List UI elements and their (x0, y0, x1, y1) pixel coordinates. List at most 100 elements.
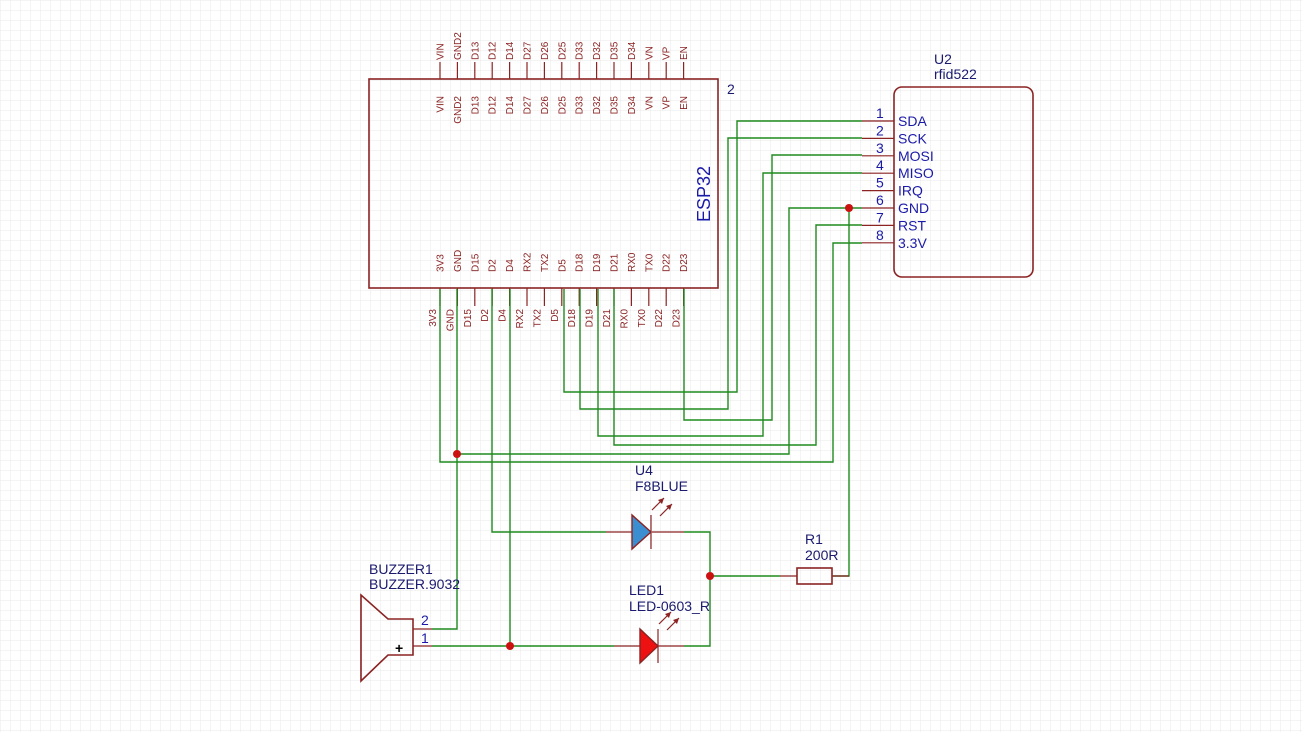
esp32-name-label: ESP32 (694, 166, 714, 222)
esp32-top-pin-outer-label: D33 (575, 41, 586, 60)
rfid-pin-number: 2 (876, 122, 884, 138)
esp32-top-pin-outer-label: D25 (557, 41, 568, 60)
wire-sck (579, 137, 862, 410)
wire-mosi (683, 154, 862, 421)
esp32-top-pin-outer-label: VP (662, 46, 673, 60)
esp32-top-pin-inner-label: VN (644, 96, 655, 110)
esp32-top-pin-outer-label: EN (679, 46, 690, 60)
esp32-bottom-pin-outer-label: D4 (498, 309, 509, 322)
rfid-value: rfid522 (934, 66, 977, 82)
esp32-top-pin-outer-label: VN (644, 46, 655, 60)
rfid-pin-number: 5 (876, 175, 884, 191)
red-led-ref: LED1 (629, 582, 664, 598)
esp32-bottom-pin-inner-label: D4 (505, 259, 516, 272)
esp32-bottom-pin-outer-label: D2 (480, 309, 491, 322)
rfid-pin-name: SDA (898, 113, 927, 129)
esp32-top-pin-inner-label: D35 (610, 96, 621, 115)
resistor-value: 200R (805, 547, 838, 563)
esp32-top-pin-inner-label: D25 (557, 96, 568, 115)
red-led-body (639, 627, 660, 665)
esp32-bottom-pin-inner-label: D21 (610, 253, 621, 272)
esp32-bottom-pin-inner-label: TX0 (644, 253, 655, 272)
wire-d2-blue-led (491, 289, 606, 533)
esp32-bottom-pin-outer-label: D15 (463, 309, 474, 328)
esp32-top-pin-outer-label: D13 (470, 41, 481, 60)
esp32-bottom-pin-outer-label: D18 (567, 309, 578, 328)
esp32-body (368, 78, 719, 289)
rfid-pin-number: 1 (876, 105, 884, 121)
rfid-pin-number: 8 (876, 227, 884, 243)
buzzer-value: BUZZER.9032 (369, 576, 460, 592)
esp32-bottom-pin-outer-label: D5 (550, 309, 561, 322)
esp32-bottom-pin-outer-label: RX0 (619, 309, 630, 329)
esp32-top-pin-outer-label: D35 (610, 41, 621, 60)
rfid-pin-number: 4 (876, 157, 884, 173)
esp32-bottom-pin-outer-label: D21 (602, 309, 613, 328)
esp32-bottom-pin-inner-label: RX0 (627, 252, 638, 272)
rfid-pin-name: SCK (898, 130, 927, 146)
rfid-body (893, 86, 1034, 278)
junction-gnd-buzzer (453, 450, 461, 458)
blue-led-value: F8BLUE (635, 478, 688, 494)
esp32-bottom-pin-inner-label: D15 (470, 253, 481, 272)
wire-blue-led-node (684, 531, 711, 647)
junction-led-node (706, 572, 714, 580)
resistor-component[interactable]: R1 200R (780, 531, 849, 585)
buzzer-component[interactable]: BUZZER1 BUZZER.9032 2 1 + (360, 561, 460, 683)
esp32-bottom-pin-outer-label: D22 (654, 309, 665, 328)
wire-gnd (456, 207, 862, 455)
esp32-bottom-pin-inner-label: D2 (488, 259, 499, 272)
esp32-bottom-pin-outer-label: D23 (672, 309, 683, 328)
esp32-top-pin-inner-label: D14 (505, 96, 516, 115)
blue-led-component[interactable]: U4 F8BLUE (606, 462, 688, 551)
rfid-ref: U2 (934, 51, 952, 67)
blue-led-body (631, 513, 653, 551)
esp32-component[interactable]: 2 ESP32 VINVINGND2GND2D13D13D12D12D14D14… (368, 32, 735, 331)
esp32-bottom-pin-outer-label: 3V3 (428, 309, 439, 327)
rfid-pin-number: 7 (876, 209, 884, 225)
buzzer-body (360, 593, 414, 683)
esp32-top-pin-outer-label: D27 (523, 41, 534, 60)
rfid-pin-name: MISO (898, 165, 934, 181)
esp32-bottom-pin-outer-label: D19 (585, 309, 596, 328)
red-led-value: LED-0603_R (629, 598, 710, 614)
esp32-top-pin-inner-label: D26 (540, 96, 551, 115)
esp32-bottom-pin-inner-label: D5 (557, 259, 568, 272)
rfid-pin-number: 3 (876, 140, 884, 156)
blue-led-ref: U4 (635, 462, 653, 478)
esp32-bottom-pin-inner-label: GND (453, 250, 464, 272)
esp32-top-pin-inner-label: VP (662, 96, 673, 110)
rfid-pin-name: RST (898, 217, 926, 233)
wire-buzzer-gnd (432, 454, 458, 630)
rfid-pin-name: 3.3V (898, 235, 927, 251)
wire-3v3 (439, 242, 862, 463)
esp32-bottom-pin-inner-label: D22 (662, 253, 673, 272)
esp32-top-pin-inner-label: GND2 (453, 96, 464, 124)
buzzer-plus-sign: + (395, 640, 403, 656)
esp32-top-pin-outer-label: D14 (505, 41, 516, 60)
junction-d4-buzzer (506, 642, 514, 650)
esp32-top-pin-inner-label: D32 (592, 96, 603, 115)
esp32-top-pin-inner-label: D12 (488, 96, 499, 115)
rfid-pin-name: GND (898, 200, 929, 216)
rfid-pin-number: 6 (876, 192, 884, 208)
resistor-ref: R1 (805, 531, 823, 547)
esp32-bottom-pin-inner-label: TX2 (540, 253, 551, 272)
red-led-component[interactable]: LED1 LED-0603_R (614, 582, 710, 665)
esp32-bottom-pin-outer-label: RX2 (515, 309, 526, 329)
buzzer-ref: BUZZER1 (369, 561, 433, 577)
esp32-bottom-pin-outer-label: GND (445, 309, 456, 331)
esp32-bottom-pin-inner-label: D23 (679, 253, 690, 272)
esp32-top-pin-outer-label: D12 (488, 41, 499, 60)
esp32-bottom-pin-inner-label: D18 (575, 253, 586, 272)
esp32-top-pin-outer-label: VIN (436, 43, 447, 60)
esp32-top-pin-inner-label: VIN (436, 96, 447, 113)
wire-miso (597, 172, 862, 437)
esp32-top-pin-outer-label: D32 (592, 41, 603, 60)
buzzer-pin1-number: 1 (421, 630, 429, 646)
buzzer-pin2-number: 2 (421, 612, 429, 628)
esp32-top-pin-inner-label: D27 (523, 96, 534, 115)
